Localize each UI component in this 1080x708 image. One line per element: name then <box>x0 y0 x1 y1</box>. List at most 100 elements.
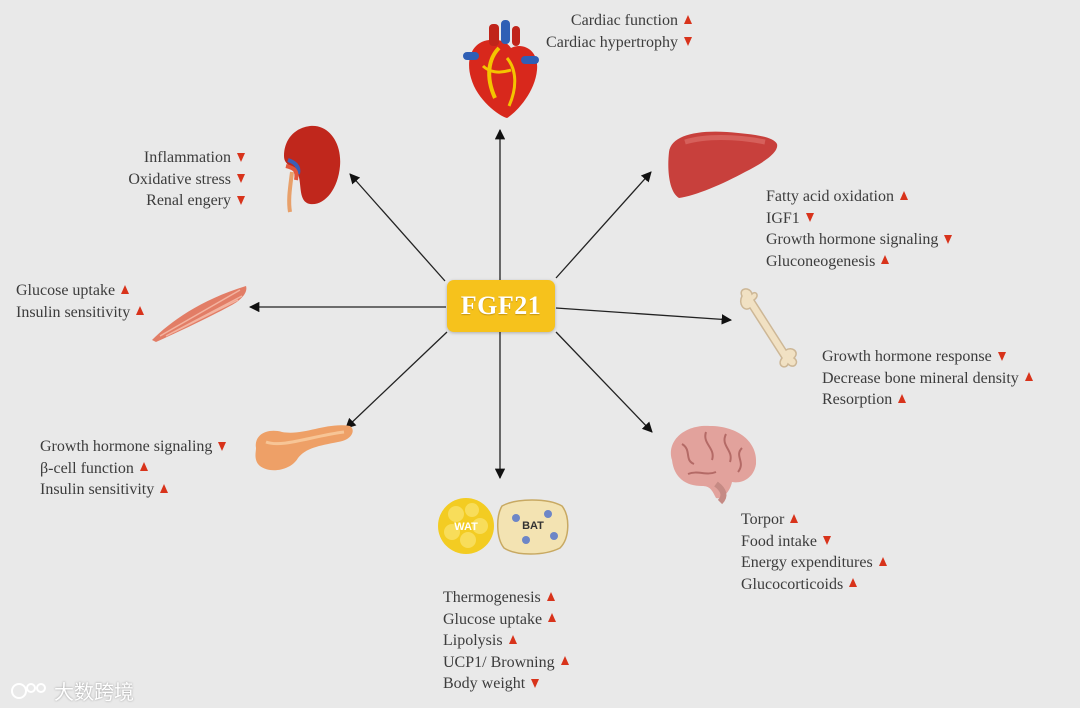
effect-label: Oxidative stress <box>128 170 231 188</box>
arrow-up-icon <box>160 483 169 493</box>
liver-effect-3: Growth hormone signaling <box>766 229 996 251</box>
heart-icon <box>463 20 539 118</box>
effect-label: Lipolysis <box>443 632 503 649</box>
effect-label: Cardiac hypertrophy <box>546 33 678 51</box>
liver-effect-2: IGF1 <box>766 208 996 230</box>
kidney-effect-3: Renal engery <box>70 190 245 212</box>
adipose-icon: WAT BAT <box>438 498 569 555</box>
effect-label: Insulin sensitivity <box>16 303 131 321</box>
adipose-effect-1: Thermogenesis <box>443 587 593 609</box>
effect-label: Resorption <box>822 391 893 408</box>
liver-icon <box>668 131 778 198</box>
arrow-to-brain <box>555 331 653 433</box>
effect-label: Glucose uptake <box>443 610 543 628</box>
effect-label: Growth hormone signaling <box>766 231 939 248</box>
watermark-text: 大数跨境 <box>54 680 134 704</box>
arrow-up-icon <box>899 190 908 200</box>
arrow-up-icon <box>136 306 145 316</box>
effect-label: Glucocorticoids <box>741 575 844 593</box>
brain-icon <box>670 425 757 505</box>
liver-effect-4: Gluconeogenesis <box>766 251 996 273</box>
effect-label: Inflammation <box>143 149 231 166</box>
bat-label: BAT <box>522 520 544 532</box>
bone-effect-3: Resorption <box>822 389 1062 411</box>
arrow-up-icon <box>684 14 692 24</box>
effect-label: Insulin sensitivity <box>40 481 155 498</box>
effect-label: Thermogenesis <box>443 589 541 606</box>
arrow-up-icon <box>121 284 130 294</box>
heart-effect-2: Cardiac hypertrophy <box>520 32 692 54</box>
muscle-icon <box>152 286 247 342</box>
effect-label: Growth hormone response <box>822 348 992 365</box>
arrow-up-icon <box>878 556 887 566</box>
arrow-up-icon <box>1024 372 1033 382</box>
arrow-to-kidney <box>349 173 446 282</box>
arrow-down-icon <box>237 174 245 184</box>
muscle-effect-2: Insulin sensitivity <box>16 302 166 324</box>
heart-effect-1: Cardiac function <box>520 10 692 32</box>
arrow-up-icon <box>139 462 148 472</box>
arrow-down-icon <box>531 678 540 688</box>
arrow-to-pancreas <box>345 331 448 429</box>
pancreas-effect-1: Growth hormone signaling <box>40 436 255 458</box>
liver-effect-1: Fatty acid oxidation <box>766 186 996 208</box>
arrow-up-icon <box>560 656 569 666</box>
fgf21-label: FGF21 <box>460 291 542 320</box>
effect-label: Energy expenditures <box>741 554 873 571</box>
kidney-icon <box>284 125 341 213</box>
wat-label: WAT <box>454 521 478 533</box>
arrow-down-icon <box>218 441 227 451</box>
effect-label: β-cell function <box>40 459 134 477</box>
adipose-effect-5: Body weight <box>443 673 593 695</box>
brain-effect-2: Food intake <box>741 531 911 553</box>
arrow-up-icon <box>898 393 907 403</box>
arrow-down-icon <box>805 213 814 223</box>
effect-label: Fatty acid oxidation <box>766 188 894 205</box>
arrow-down-icon <box>684 37 692 47</box>
arrow-down-icon <box>944 234 953 244</box>
adipose-effect-2: Glucose uptake <box>443 609 593 631</box>
effect-label: Growth hormone signaling <box>40 438 213 455</box>
adipose-effect-3: Lipolysis <box>443 630 593 652</box>
arrow-down-icon <box>237 195 245 205</box>
effect-label: Decrease bone mineral density <box>822 369 1019 387</box>
effect-label: UCP1/ Browning <box>443 653 555 671</box>
arrow-to-liver <box>555 171 652 279</box>
pancreas-icon <box>255 425 353 471</box>
adipose-effect-4: UCP1/ Browning <box>443 652 593 674</box>
bone-effect-1: Growth hormone response <box>822 346 1062 368</box>
pancreas-effect-3: Insulin sensitivity <box>40 479 255 501</box>
brain-effect-3: Energy expenditures <box>741 552 911 574</box>
arrow-up-icon <box>508 634 517 644</box>
effect-label: Glucose uptake <box>16 282 116 299</box>
arrow-to-bone <box>555 307 733 325</box>
arrow-down-icon <box>823 536 831 546</box>
effect-label: Food intake <box>741 532 817 550</box>
watermark: 大数跨境 <box>10 676 134 705</box>
brain-effect-1: Torpor <box>741 509 911 531</box>
watermark-logo-icon <box>11 682 46 699</box>
arrow-up-icon <box>849 578 858 588</box>
arrow-up-icon <box>548 613 557 623</box>
muscle-effect-1: Glucose uptake <box>16 280 166 302</box>
bone-icon <box>739 288 798 368</box>
kidney-effect-2: Oxidative stress <box>70 169 245 191</box>
bone-effect-2: Decrease bone mineral density <box>822 368 1062 390</box>
brain-effect-4: Glucocorticoids <box>741 574 911 596</box>
effect-label: Cardiac function <box>570 12 678 29</box>
effect-label: Renal engery <box>146 192 231 209</box>
arrow-up-icon <box>546 591 555 601</box>
effect-label: Body weight <box>443 675 526 692</box>
arrow-up-icon <box>790 513 799 523</box>
arrow-up-icon <box>881 255 890 265</box>
arrow-down-icon <box>237 152 245 162</box>
